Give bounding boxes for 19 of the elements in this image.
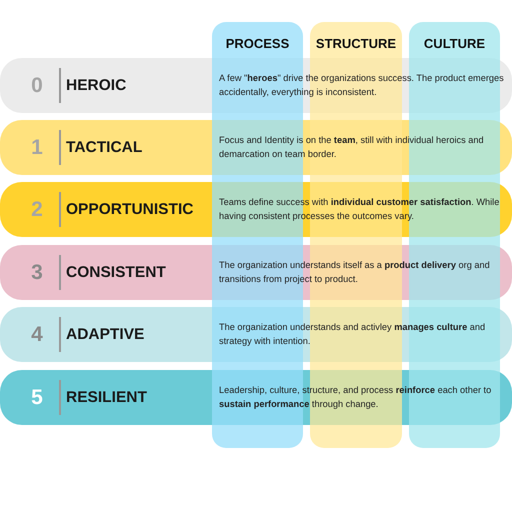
column-heading: CULTURE — [422, 36, 486, 51]
level-number: 1 — [30, 135, 44, 161]
level-name: CONSISTENT — [66, 263, 166, 283]
level-name: RESILIENT — [66, 388, 147, 408]
level-name: OPPORTUNISTIC — [66, 200, 194, 220]
column-heading: STRUCTURE — [314, 36, 398, 51]
level-number: 5 — [30, 385, 44, 411]
level-description: The organization understands and activley manages culture and strategy with intention. — [219, 321, 486, 348]
level-number: 2 — [30, 197, 44, 223]
level-name: TACTICAL — [66, 138, 142, 158]
level-name: HEROIC — [66, 76, 126, 96]
level-number: 0 — [30, 73, 44, 99]
level-description: A few "heroes" drive the organizations success. The product emerges accidentally, everything is inconsistent. — [219, 72, 504, 99]
level-description: Focus and Identity is on the team, still with individual heroics and demarcation on team border. — [219, 134, 485, 160]
level-number: 4 — [30, 322, 44, 348]
column-heading: PROCESS — [224, 36, 290, 51]
level-name: ADAPTIVE — [66, 325, 144, 345]
level-description: The organization understands itself as a product delivery org and transitions from project to product. — [219, 259, 491, 286]
level-number: 3 — [30, 260, 44, 286]
